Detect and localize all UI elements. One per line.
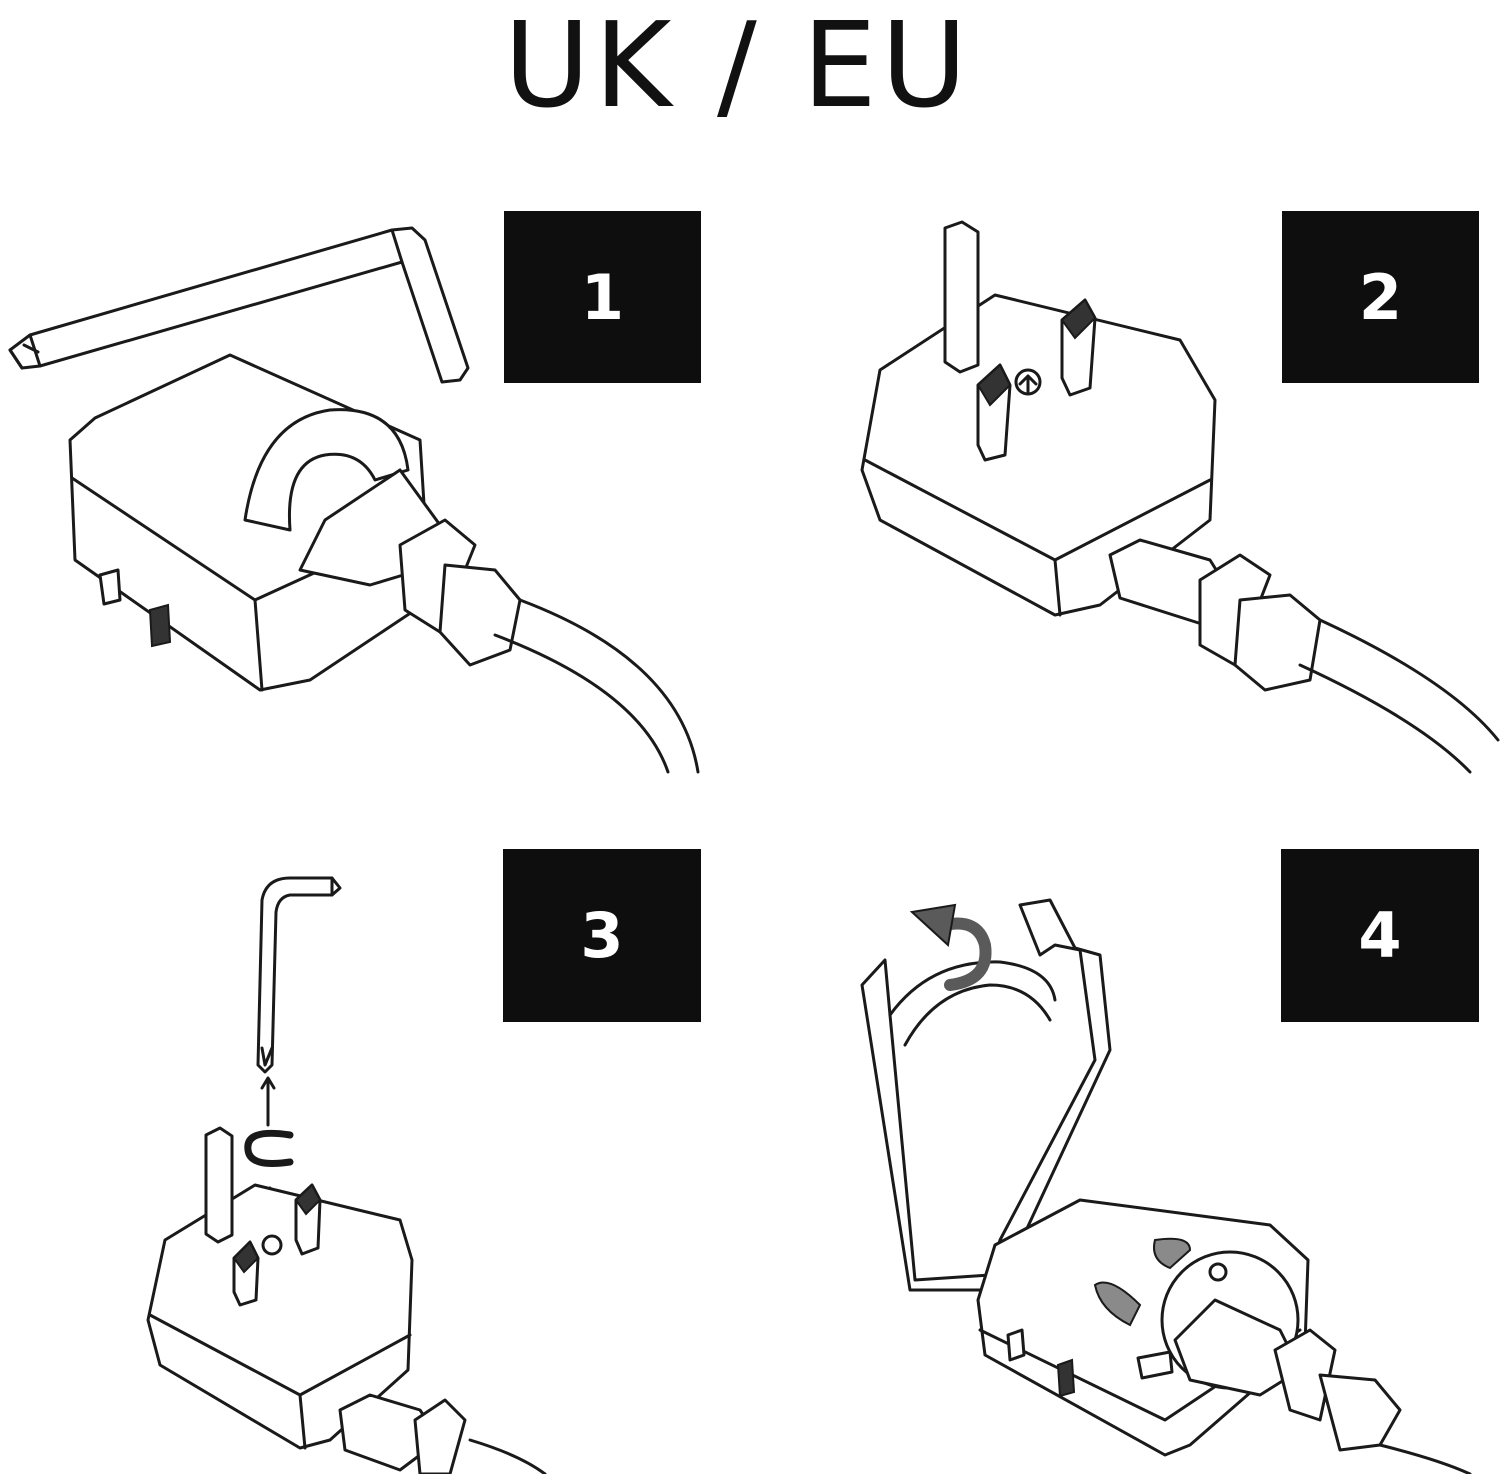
hex-key-icon: [256, 876, 342, 1074]
rotate-arrow-icon: [909, 903, 992, 991]
eu-plug-icon: [860, 898, 1472, 1474]
step-3-badge: 3: [503, 849, 701, 1022]
retaining-clip-icon: [244, 1129, 294, 1167]
step-4-illustration: [860, 898, 1472, 1474]
step-4-badge: 4: [1281, 849, 1479, 1022]
page-title: UK / EU: [503, 0, 972, 134]
plug-adapter-icon: [68, 353, 700, 774]
uk-plug-icon: [860, 220, 1500, 774]
step-1-badge: 1: [504, 211, 701, 383]
uk-plug-icon: [146, 1126, 547, 1474]
step-2-illustration: [860, 220, 1500, 774]
step-2-badge: 2: [1282, 211, 1479, 383]
hex-key-icon: [8, 226, 470, 384]
step-1-illustration: [8, 226, 700, 774]
step-3-illustration: [146, 876, 547, 1474]
